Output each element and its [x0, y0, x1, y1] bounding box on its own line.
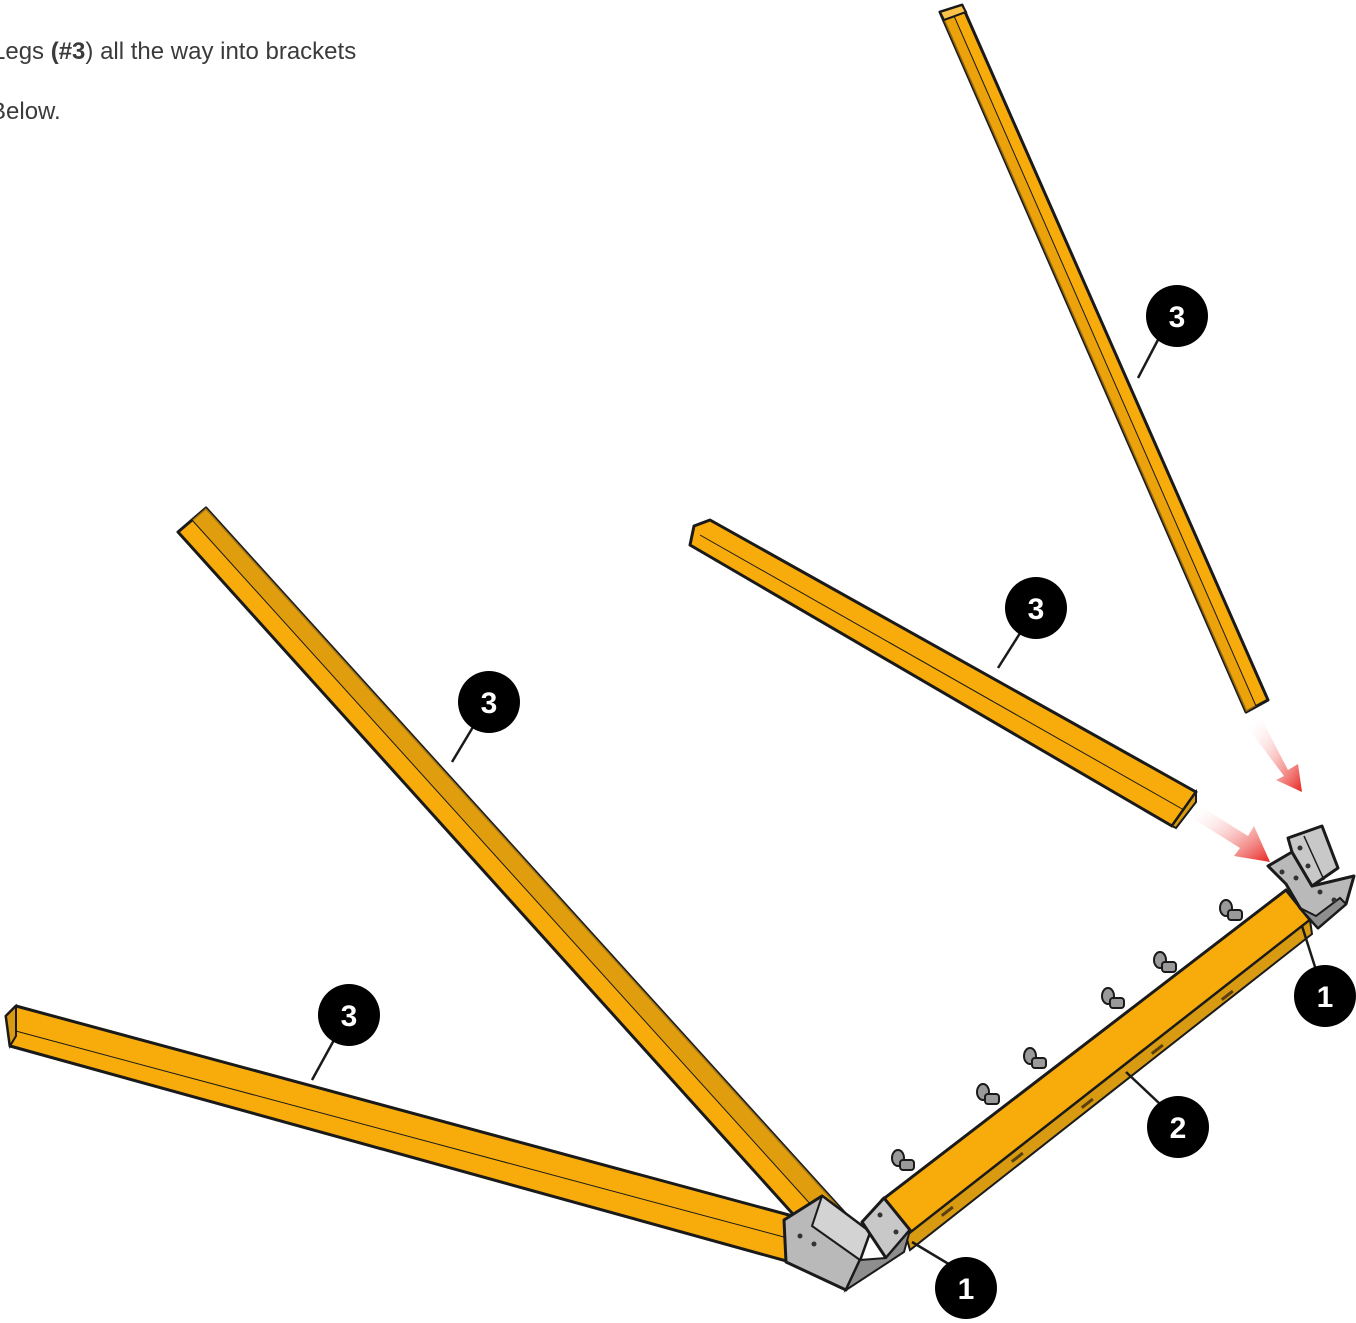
leg-middle	[690, 520, 1196, 828]
callout-leg-left-upper: 3	[458, 671, 520, 733]
leader-line	[1126, 1072, 1160, 1104]
eye-bolt	[1220, 900, 1242, 920]
callout-leg-middle: 3	[1005, 577, 1067, 639]
bracket-left	[784, 1196, 910, 1290]
eye-bolt	[1154, 952, 1176, 972]
svg-text:3: 3	[481, 687, 498, 720]
svg-text:1: 1	[1317, 981, 1334, 1014]
leader-line	[998, 630, 1022, 668]
callout-beam: 2	[1147, 1096, 1209, 1158]
callout-bracket-left: 1	[935, 1257, 997, 1319]
leader-line	[912, 1242, 952, 1266]
insert-arrow-middle-leg	[1192, 806, 1270, 862]
svg-text:3: 3	[341, 1000, 358, 1033]
callout-bracket-right: 1	[1294, 965, 1356, 1027]
svg-text:1: 1	[958, 1273, 975, 1306]
callout-leg-top-right: 3	[1146, 285, 1208, 347]
eye-bolt	[1102, 988, 1124, 1008]
svg-text:3: 3	[1169, 301, 1186, 334]
leg-top-right	[940, 5, 1268, 712]
eye-bolt	[977, 1084, 999, 1104]
leader-line	[312, 1040, 334, 1080]
eye-bolt	[892, 1150, 914, 1170]
callout-leg-left-lower: 3	[318, 984, 380, 1046]
beam	[882, 890, 1312, 1250]
svg-text:3: 3	[1028, 593, 1045, 626]
insert-arrow-right-leg	[1248, 720, 1302, 792]
svg-text:2: 2	[1170, 1112, 1187, 1145]
leader-line	[1138, 336, 1160, 378]
eye-bolt	[1024, 1048, 1046, 1068]
